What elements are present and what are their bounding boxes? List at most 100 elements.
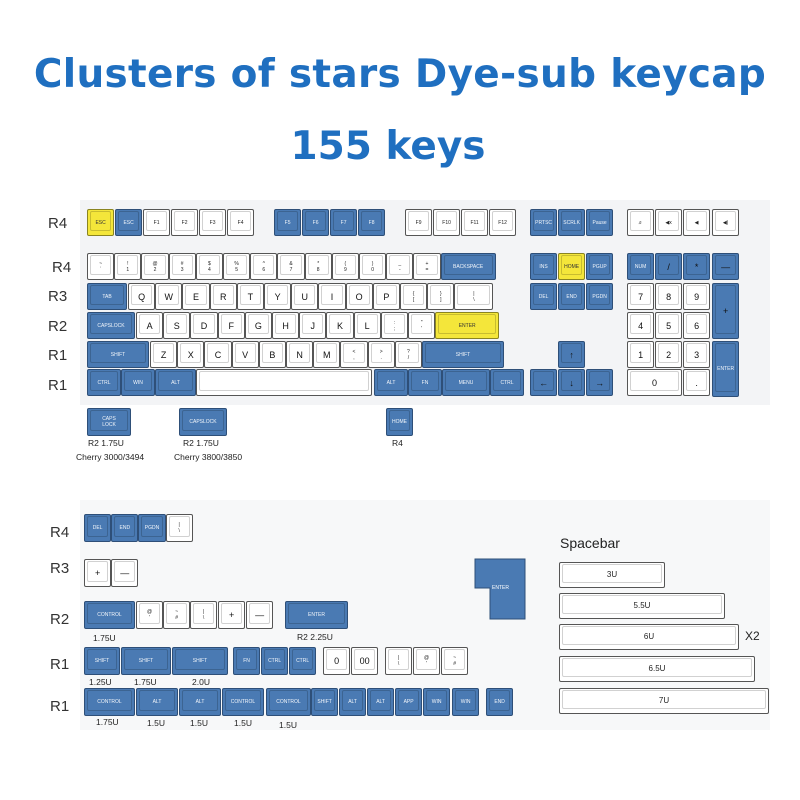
keycap: $ 4 [195,253,223,280]
extra-set-keycap: PGDN [138,514,166,542]
keycap: A [136,312,164,339]
keycap: / [655,253,683,280]
keycap: F11 [461,209,489,236]
keycap: & 7 [277,253,305,280]
keycap: F2 [171,209,199,236]
keycap: ^ 6 [250,253,278,280]
extra-set-keycap: | \ [165,514,193,542]
keycap: # 3 [168,253,196,280]
extra-set-keycap: ENTER [285,601,348,629]
extra-key-note: R2 1.75U [88,438,124,448]
keycap: ENTER [435,312,500,339]
keycap: 3 [683,341,711,368]
extra-row-label: R2 [50,611,70,628]
iso-enter-shape [474,558,526,620]
keycap: _ - [386,253,414,280]
extra-keycap: CAPS LOCK [87,408,131,436]
keycap: U [291,283,319,310]
extra-set-keycap: ALT [339,688,367,716]
keycap: I [318,283,346,310]
extra-size-note: R2 2.25U [297,632,333,642]
keycap: | \ [454,283,494,310]
extra-set-keycap: SHIFT [172,647,228,675]
keycap: Q [128,283,156,310]
keycap: ESC [115,209,143,236]
extra-row-label: R1 [50,698,70,715]
keycap: → [586,369,614,396]
keycap: SHIFT [87,341,149,368]
extra-set-keycap: SHIFT [311,688,339,716]
extra-size-note: 1.5U [190,718,208,728]
keycap: } ] [427,283,455,310]
keycap: ( 9 [331,253,359,280]
keycap: H [272,312,300,339]
keycap: 5 [655,312,683,339]
extra-row-label: R1 [50,656,70,673]
keycap: SCRLK [558,209,586,236]
extra-set-keycap: CONTROL [222,688,264,716]
keycap: ! 1 [114,253,142,280]
main-row-label: R4 [52,259,72,276]
iso-enter-key: ENTER [474,558,526,620]
keycap: N [286,341,314,368]
main-row-label: R4 [48,215,68,232]
extra-set-keycap: ALT [367,688,395,716]
keycap: ↑ [558,341,586,368]
keycap: + [712,283,740,339]
keycap: 9 [683,283,711,310]
keycap: 0 [627,369,682,396]
spacebar-key: 6.5U [559,656,755,682]
spacebar-title: Spacebar [560,535,620,551]
keycap: W [155,283,183,310]
keycap: ◀) [712,209,740,236]
title-line-1: Clusters of stars Dye-sub keycap [33,52,767,97]
spacebar-key: 7U [559,688,769,714]
keycap: : ; [380,312,408,339]
spacebar-key: 6U [559,624,739,650]
keycap: F5 [274,209,302,236]
extra-set-keycap: @ ' [136,601,164,629]
keycap: 6 [683,312,711,339]
keycap: Y [264,283,292,310]
keycap: F7 [330,209,358,236]
main-row-label: R1 [48,377,68,394]
keycap: * 8 [304,253,332,280]
extra-keycap: HOME [386,408,413,436]
extra-size-note: 1.75U [96,717,119,727]
extra-set-keycap: SHIFT [121,647,171,675]
extra-set-keycap: — [246,601,274,629]
keycap: V [231,341,259,368]
extra-set-keycap: WIN [452,688,480,716]
keycap: P [372,283,400,310]
extra-set-keycap: ~ # [441,647,469,675]
keycap: PGDN [586,283,614,310]
keycap: — [712,253,740,280]
keycap: 4 [627,312,655,339]
extra-set-keycap: | \ [190,601,218,629]
keycap: 2 [655,341,683,368]
extra-set-keycap: CTRL [261,647,289,675]
keycap: SHIFT [422,341,504,368]
keycap: E [182,283,210,310]
extra-size-note: 1.75U [93,633,116,643]
keycap: D [190,312,218,339]
keycap: > . [367,341,395,368]
keycap [196,369,372,396]
extra-size-note: 1.25U [89,677,112,687]
keycap: O [345,283,373,310]
keycap: MENU [442,369,490,396]
extra-set-keycap: DEL [84,514,112,542]
extra-set-keycap: @ ' [413,647,441,675]
extra-set-keycap: FN [233,647,261,675]
extra-set-keycap: ALT [179,688,221,716]
extra-set-keycap: END [111,514,139,542]
keycap: M [313,341,341,368]
extra-set-keycap: SHIFT [84,647,120,675]
extra-key-note: Cherry 3800/3850 [174,452,243,462]
keycap: F1 [143,209,171,236]
keycap: ◀x [655,209,683,236]
keycap: K [326,312,354,339]
keycap: L [353,312,381,339]
extra-set-keycap: ALT [136,688,178,716]
extra-key-note: R2 1.75U [183,438,219,448]
